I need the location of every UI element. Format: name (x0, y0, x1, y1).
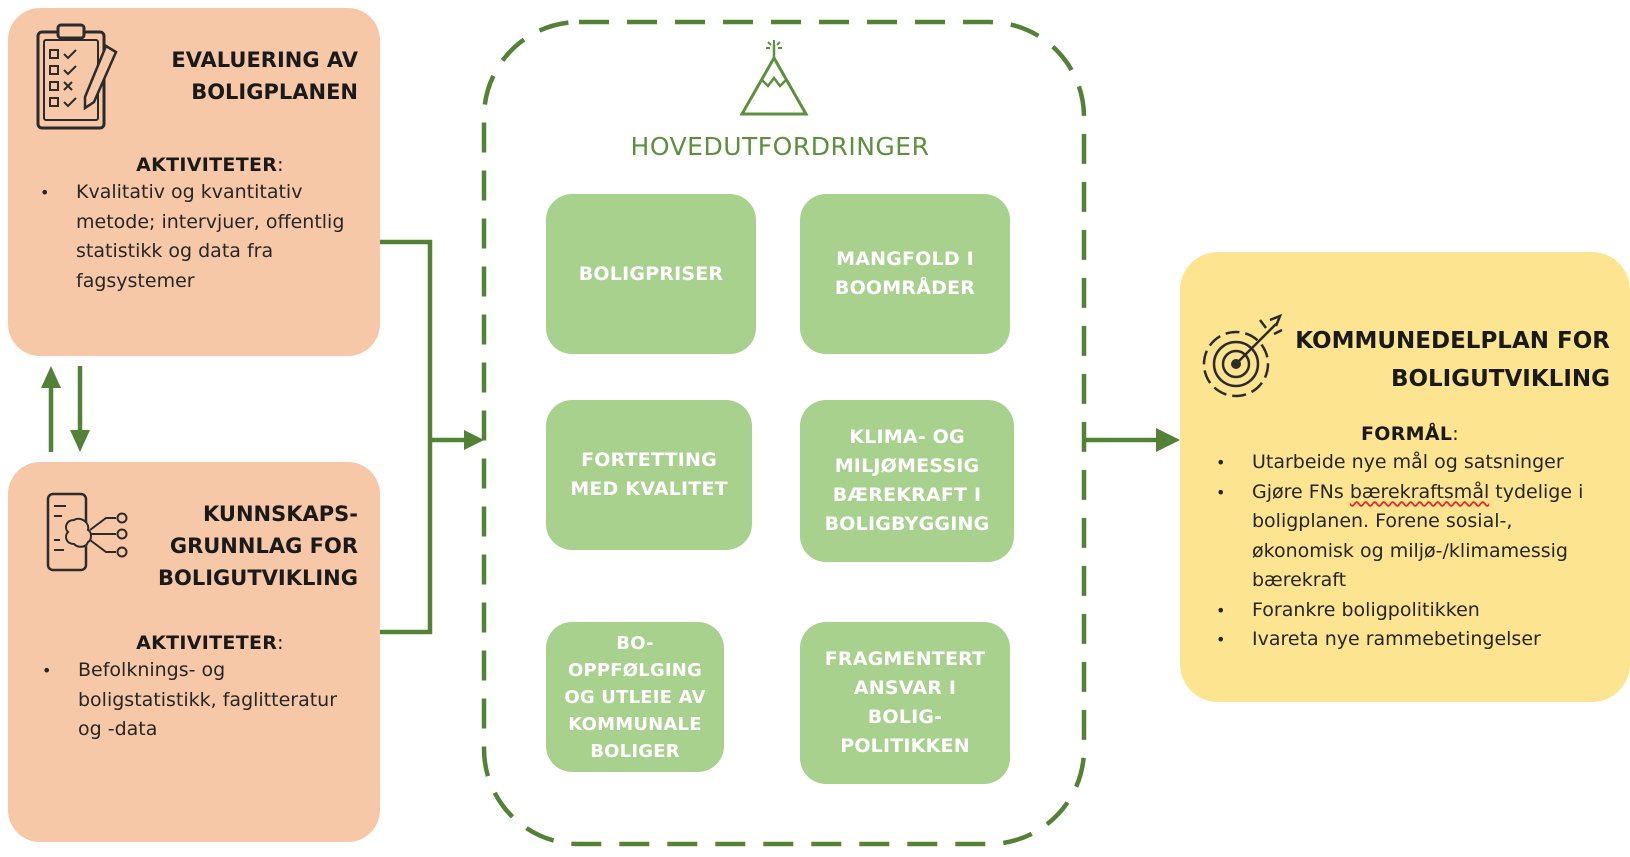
mountain-summit-icon (739, 40, 809, 116)
evaluation-activities-label: AKTIVITETER: (136, 154, 284, 176)
challenge-tile-fragmentert: FRAGMENTERT ANSVAR I BOLIG-POLITIKKEN (800, 622, 1010, 784)
evaluation-title-line-1: EVALUERING AV (171, 48, 358, 72)
challenge-tile-boligpriser: BOLIGPRISER (546, 194, 756, 354)
challenge-tile-label: MANGFOLD I BOOMRÅDER (834, 248, 976, 299)
plan-title-line-1: KOMMUNEDELPLAN FOR (1295, 328, 1610, 354)
connector-knowledge (380, 440, 433, 635)
list-item: •Kvalitativ og kvantitativ metode; inter… (40, 181, 345, 292)
knowledge-title-line-3: BOLIGUTVIKLING (157, 566, 358, 590)
knowledge-title-line-2: GRUNNLAG FOR (169, 534, 358, 558)
plan-title: KOMMUNEDELPLAN FOR BOLIGUTVIKLING (1270, 322, 1610, 398)
knowledge-activities-list: •Befolknings- og boligstatistikk, faglit… (42, 656, 358, 745)
plan-purpose-list: •Utarbeide nye mål og satsninger •Gjøre … (1216, 448, 1602, 655)
evaluation-title: EVALUERING AV BOLIGPLANEN (140, 44, 358, 108)
challenge-tile-booppfolging: BO-OPPFØLGING OG UTLEIE AV KOMMUNALE BOL… (546, 622, 724, 772)
evaluation-activities-list: •Kvalitativ og kvantitativ metode; inter… (40, 178, 346, 296)
challenge-tile-fortetting: FORTETTING MED KVALITET (546, 400, 752, 550)
challenge-tile-label: KLIMA- OG MILJØMESSIG BÆREKRAFT I BOLIGB… (824, 426, 990, 535)
list-item: •Ivareta nye rammebetingelser (1216, 628, 1541, 650)
challenges-title: HOVEDUTFORDRINGER (630, 132, 930, 161)
evaluation-activities-text: AKTIVITETER (136, 154, 278, 176)
challenges-frame (481, 19, 1087, 847)
evaluation-box (8, 8, 380, 356)
challenge-tile-label: FRAGMENTERT ANSVAR I BOLIG-POLITIKKEN (824, 648, 986, 757)
plan-purpose-text: FORMÅL (1361, 423, 1453, 445)
connector-evaluation (380, 239, 433, 440)
arrow-up-head (41, 366, 61, 388)
clipboard-checklist-icon (36, 23, 118, 130)
tablet-brain-network-icon (46, 492, 128, 572)
challenge-tile-mangfold: MANGFOLD I BOOMRÅDER (800, 194, 1010, 354)
knowledge-title-line-1: KUNNSKAPS- (203, 502, 358, 526)
list-item: •Gjøre FNs bærekraftsmål tydelige i boli… (1216, 480, 1584, 592)
challenge-tile-klima: KLIMA- OG MILJØMESSIG BÆREKRAFT I BOLIGB… (800, 400, 1014, 562)
knowledge-title: KUNNSKAPS- GRUNNLAG FOR BOLIGUTVIKLING (140, 498, 358, 594)
target-arrow-icon (1202, 313, 1283, 398)
knowledge-activities-label: AKTIVITETER: (136, 632, 284, 654)
challenge-tile-label: FORTETTING MED KVALITET (570, 449, 728, 500)
list-item: •Utarbeide nye mål og satsninger (1216, 451, 1564, 473)
knowledge-activities-text: AKTIVITETER (136, 632, 278, 654)
evaluation-title-line-2: BOLIGPLANEN (191, 80, 358, 104)
plan-title-line-2: BOLIGUTVIKLING (1390, 366, 1610, 392)
plan-box (1180, 252, 1630, 702)
arrow-down-head (70, 430, 90, 452)
challenge-tile-label: BO-OPPFØLGING OG UTLEIE AV KOMMUNALE BOL… (564, 632, 706, 762)
plan-purpose-label: FORMÅL: (1361, 423, 1459, 445)
list-item: •Befolknings- og boligstatistikk, faglit… (42, 659, 338, 740)
arrow-head-to-frame (464, 430, 484, 450)
arrow-head-to-plan (1156, 428, 1180, 452)
list-item: •Forankre boligpolitikken (1216, 598, 1480, 621)
challenge-tile-label: BOLIGPRISER (578, 262, 724, 285)
